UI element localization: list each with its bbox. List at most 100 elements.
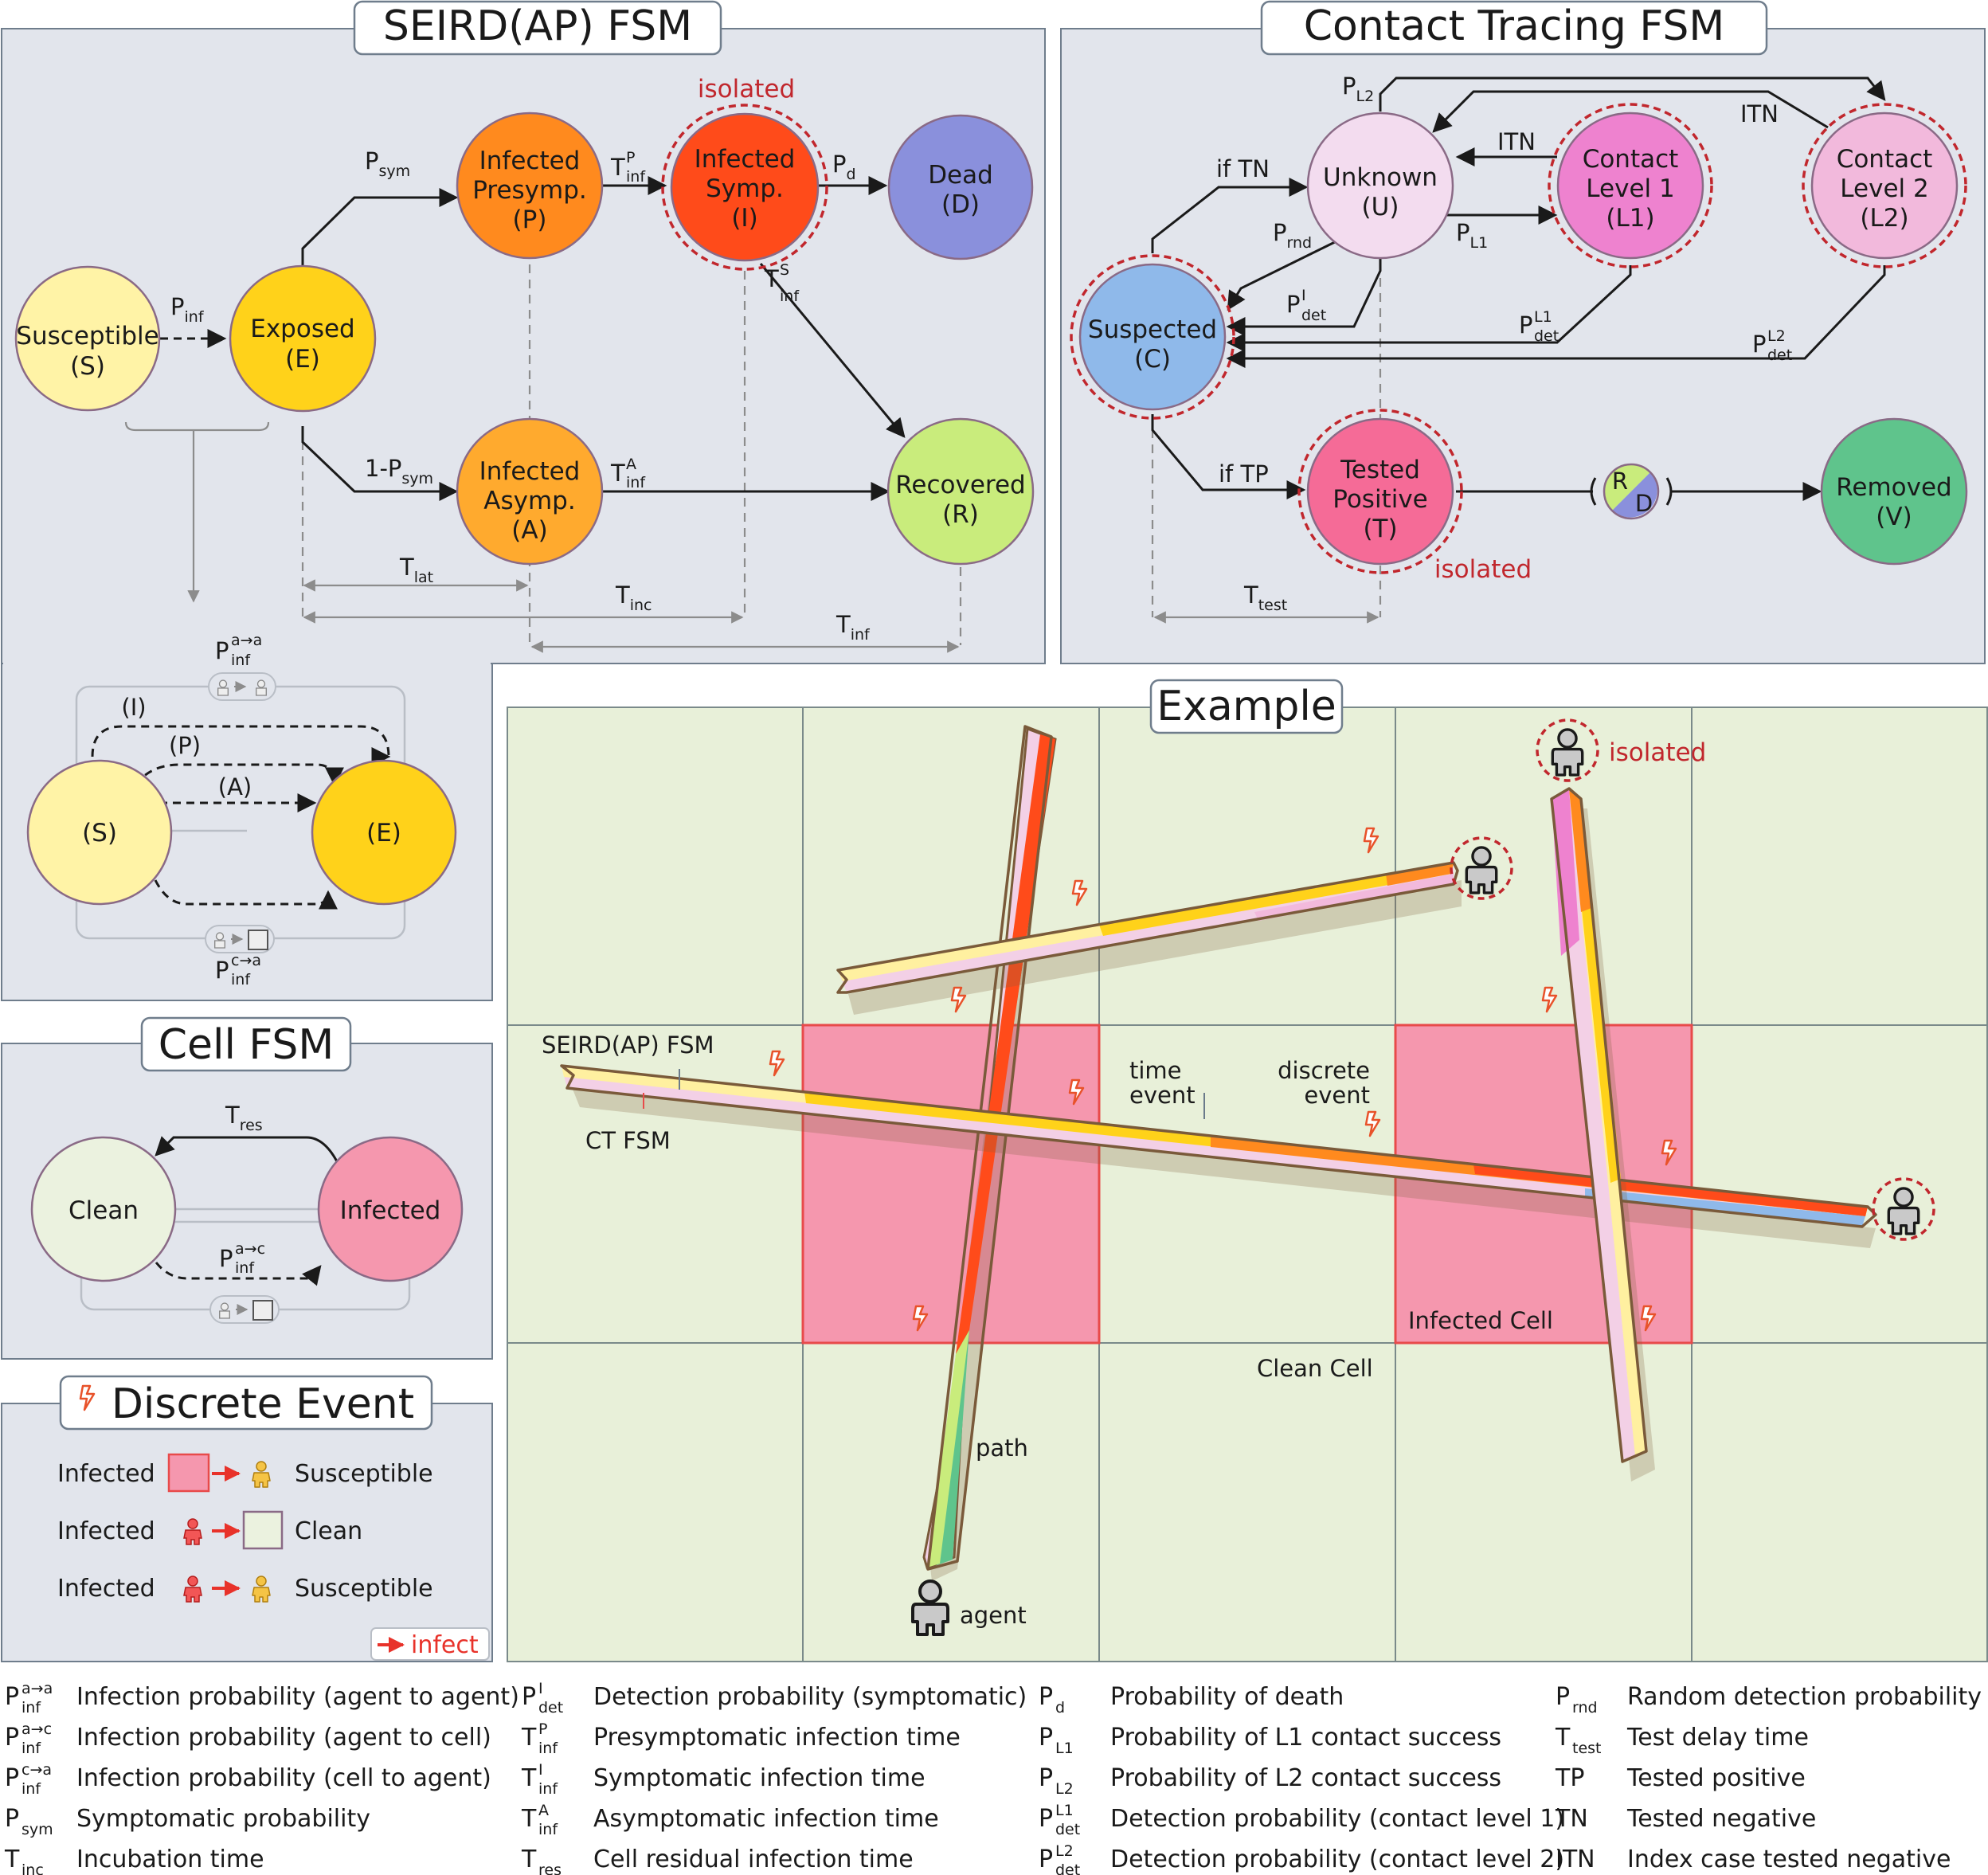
glossary-symbol-sub: L2 <box>1055 1780 1074 1798</box>
cell-icon <box>248 930 268 950</box>
glossary-symbol-sub: inf <box>22 1740 41 1757</box>
state-infected-asymp: Infected Asymp. (A) <box>456 417 604 566</box>
svg-text:Level 2: Level 2 <box>1840 174 1928 203</box>
state-exposed: Exposed (E) <box>229 264 377 413</box>
svg-text:Susceptible: Susceptible <box>16 322 158 350</box>
glossary-description: Probability of L1 contact success <box>1110 1724 1501 1752</box>
state-contact-level-2: Contact Level 2 (L2) <box>1810 112 1959 260</box>
path-label: path <box>976 1435 1028 1462</box>
label-itn-top: ITN <box>1740 100 1779 127</box>
svg-text:Level 1: Level 1 <box>1586 174 1674 203</box>
glossary-description: Tested negative <box>1626 1805 1816 1833</box>
infected-state-label: Infected <box>340 1196 441 1225</box>
svg-text:Dead: Dead <box>928 161 993 190</box>
label-p-d: Pd <box>832 151 856 183</box>
ct-diagram: Unknown (U) Contact Level 1 (L1) Contact… <box>1070 72 1968 624</box>
svg-text:P: P <box>626 149 635 166</box>
glossary-symbol-sub: det <box>538 1699 563 1716</box>
svg-text:P: P <box>215 637 229 664</box>
glossary-symbol: TP <box>1555 1764 1584 1792</box>
glossary-symbol: T <box>1555 1724 1571 1752</box>
svg-text:Cell FSM: Cell FSM <box>158 1021 335 1069</box>
svg-text:T: T <box>610 460 625 487</box>
label-p-l1: PL1 <box>1456 219 1488 252</box>
glossary-symbol-sub: d <box>1055 1699 1065 1716</box>
infected-agent-icon <box>183 1518 202 1545</box>
infect-key-label: infect <box>411 1631 479 1659</box>
glossary-description: Cell residual infection time <box>593 1846 914 1873</box>
glossary-symbol: ITN <box>1556 1846 1595 1873</box>
event-title: Discrete Event <box>59 1375 433 1431</box>
svg-text:Example: Example <box>1156 683 1336 730</box>
svg-text:Infected: Infected <box>479 457 581 486</box>
svg-text:R: R <box>1612 468 1628 495</box>
glossary-description: Symptomatic probability <box>76 1805 370 1833</box>
state-recovered: Recovered (R) <box>886 417 1035 566</box>
svg-text:(S): (S) <box>70 352 105 381</box>
glossary-symbol: P <box>1039 1764 1053 1792</box>
isolated-agent <box>1536 718 1599 782</box>
label-p-det-l1: P L1 det <box>1519 308 1559 345</box>
label-p-l2: PL2 <box>1342 72 1374 105</box>
rd-split-node: R D <box>1603 463 1660 520</box>
cell-title: Cell FSM <box>140 1016 352 1072</box>
isolated-agent <box>1872 1177 1935 1241</box>
glossary-symbol: P <box>1039 1846 1053 1873</box>
svg-text:T: T <box>764 265 779 292</box>
infected-cell-label: Infected Cell <box>1408 1307 1553 1334</box>
glossary-symbol-sup: c→a <box>22 1761 52 1779</box>
svg-text:(A): (A) <box>218 773 252 800</box>
glossary-symbol-sub: det <box>1055 1821 1080 1838</box>
svg-text:inf: inf <box>235 1259 255 1277</box>
state-tested-positive: Tested Positive (T) <box>1306 417 1454 566</box>
ct-isolated-label: isolated <box>1434 555 1532 584</box>
svg-text:det: det <box>1301 307 1326 324</box>
svg-text:(S): (S) <box>82 819 117 847</box>
glossary-description: Infection probability (agent to agent) <box>76 1683 519 1711</box>
glossary-description: Incubation time <box>76 1846 264 1873</box>
label-1-p-sym: 1-Psym <box>365 455 433 487</box>
glossary-symbol-sup: a→a <box>22 1680 53 1697</box>
discrete-event-label: discrete <box>1278 1057 1370 1084</box>
infected-cell-swatch <box>167 1453 210 1493</box>
glossary-symbol-sub: inf <box>22 1699 41 1716</box>
glossary-symbol-sub: inf <box>22 1780 41 1798</box>
glossary-description: Infection probability (agent to cell) <box>76 1724 491 1752</box>
example-title: Example <box>1149 679 1344 734</box>
svg-text:Suspected: Suspected <box>1088 315 1217 344</box>
glossary-symbol-sub: test <box>1572 1740 1602 1757</box>
ct-title: Contact Tracing FSM <box>1260 0 1768 56</box>
label-t-test: Ttest <box>1243 581 1287 614</box>
infected-cell <box>801 1024 1101 1345</box>
svg-text:I: I <box>1301 287 1306 304</box>
glossary-symbol: T <box>521 1805 537 1833</box>
state-contact-level-1: Contact Level 1 (L1) <box>1556 112 1704 260</box>
time-event-label-2: event <box>1129 1082 1196 1109</box>
time-event-label: time <box>1129 1057 1182 1084</box>
path-4 <box>1550 787 1655 1482</box>
glossary-description: Detection probability (contact level 2) <box>1110 1846 1564 1873</box>
glossary-symbol-sup: P <box>538 1720 547 1738</box>
svg-text:(D): (D) <box>941 190 980 219</box>
svg-text:(U): (U) <box>1362 193 1399 221</box>
state-susceptible: Susceptible (S) <box>14 265 161 412</box>
svg-text:(P): (P) <box>513 206 547 234</box>
glossary-symbol-sup: a→c <box>22 1720 52 1738</box>
clean-cell-swatch <box>242 1510 284 1550</box>
svg-text:Contact: Contact <box>1837 145 1933 174</box>
discrete-event-label-2: event <box>1304 1082 1370 1109</box>
svg-text:A: A <box>626 456 636 473</box>
svg-text:(L2): (L2) <box>1860 204 1908 233</box>
glossary-description: Presymptomatic infection time <box>593 1724 961 1752</box>
label-p-rnd: Prnd <box>1273 219 1312 252</box>
glossary-symbol-sup: I <box>538 1761 543 1779</box>
svg-text:c→a: c→a <box>231 952 261 969</box>
glossary-symbol: P <box>5 1764 19 1792</box>
glossary-symbol: T <box>521 1724 537 1752</box>
glossary-symbol: T <box>521 1846 537 1873</box>
